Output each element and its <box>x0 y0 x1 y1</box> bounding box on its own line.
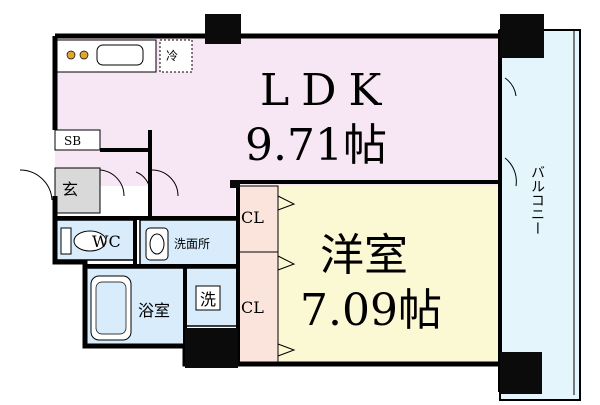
closet-door-mark <box>277 343 296 357</box>
pillar-bottom-left <box>185 328 238 368</box>
toilet-bowl <box>60 227 72 255</box>
shoebox <box>54 129 101 151</box>
washer <box>195 285 221 311</box>
washroom-label: 洗面所 <box>174 237 210 251</box>
interior-walls <box>55 30 502 392</box>
toilet-seat <box>73 230 107 252</box>
ldk-label: LDK <box>260 65 393 116</box>
kitchen-sink <box>96 44 144 66</box>
pillar-top-right <box>500 14 544 58</box>
balcony-label: バルコニー <box>529 165 545 235</box>
entrance-label: 玄 <box>62 180 78 199</box>
western-room <box>278 186 500 364</box>
western-room-label: 洋室 <box>320 230 408 281</box>
shoebox-label: SB <box>64 134 81 148</box>
bathtub-inner <box>95 281 127 335</box>
closet-door-mark <box>277 195 296 211</box>
ldk-size-label: 9.71帖 <box>245 120 387 171</box>
washroom-basin <box>149 233 165 255</box>
pillar-top-left <box>205 14 241 44</box>
entrance-floor <box>54 167 101 214</box>
closet-lower-label: CL <box>241 298 264 317</box>
washer-label: 洗 <box>200 290 216 309</box>
toilet-label: WC <box>92 232 121 251</box>
stove-burner-right <box>79 50 89 60</box>
pillar-mid <box>230 180 240 188</box>
stove-burner-left <box>66 50 76 60</box>
balcony-area <box>499 29 581 401</box>
western-room-size-label: 7.09帖 <box>300 285 442 336</box>
pillar-bottom-right <box>500 352 542 394</box>
fridge <box>159 39 193 73</box>
closet-door-mark <box>277 255 296 271</box>
closet-upper-label: CL <box>241 208 264 227</box>
door-swings <box>19 77 517 201</box>
bathroom-label: 浴室 <box>138 301 170 320</box>
fridge-label: 冷 <box>166 49 178 63</box>
